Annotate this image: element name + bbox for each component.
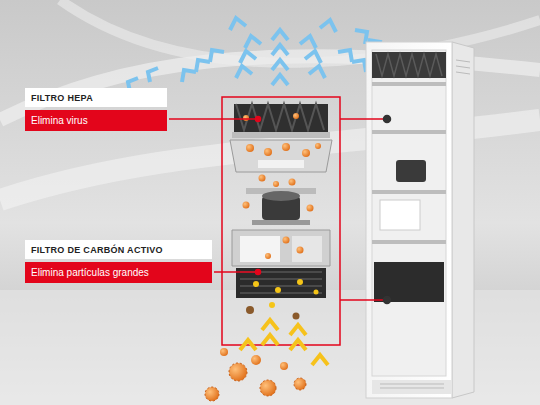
purifier-cabinet [366, 42, 474, 398]
intake-arrows [240, 320, 328, 365]
upper-chamber [230, 140, 332, 172]
filter-label: FILTRO DE CARBÓN ACTIVO Elimina partícula… [25, 240, 212, 283]
filter-name: FILTRO HEPA [25, 88, 167, 107]
clean-air-arrows [128, 18, 380, 92]
filter-label: FILTRO HEPA Elimina virus [25, 88, 167, 131]
hepa-filter [232, 104, 330, 138]
fan-motor [246, 188, 316, 225]
particles [243, 113, 322, 320]
virus-particles [205, 348, 306, 401]
filter-function: Elimina virus [25, 110, 167, 131]
filter-name: FILTRO DE CARBÓN ACTIVO [25, 240, 212, 259]
exploded-view-frame [222, 97, 340, 345]
filter-function: Elimina partículas grandes [25, 262, 212, 283]
lower-frame [232, 230, 330, 266]
